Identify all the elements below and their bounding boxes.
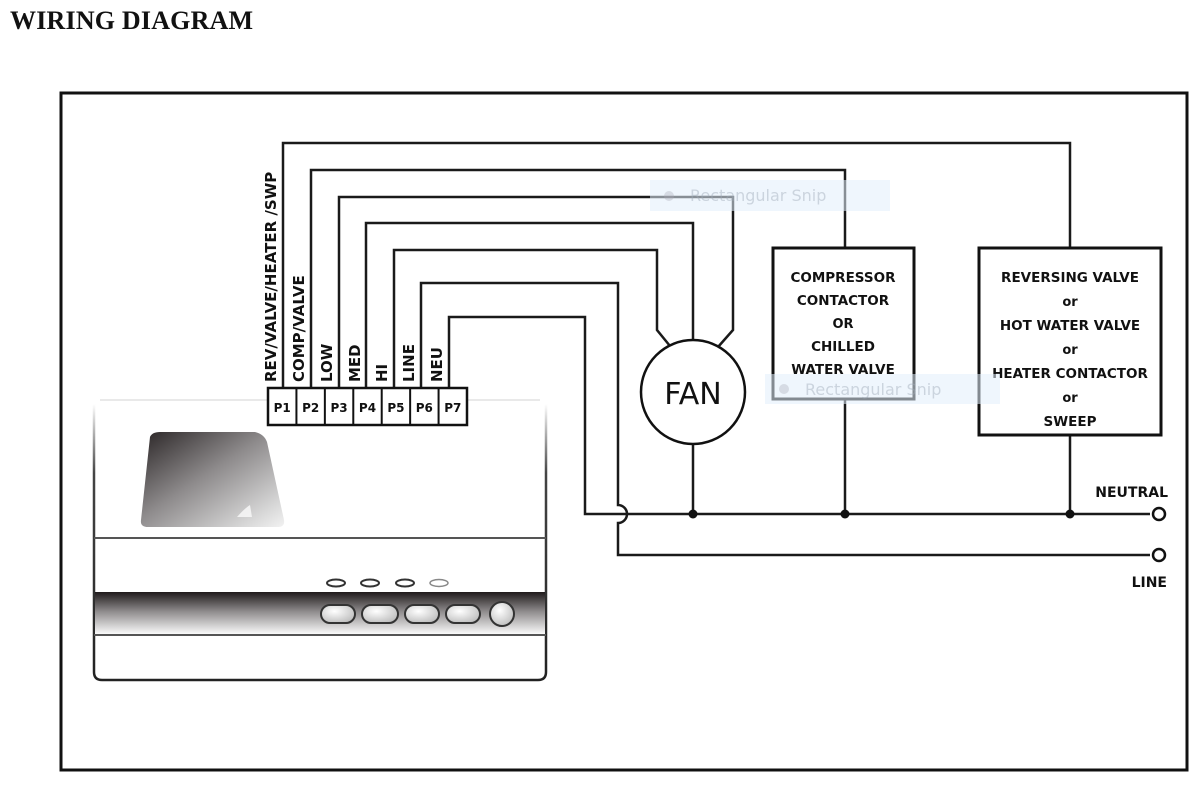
reversing-box-line: HOT WATER VALVE [1000,318,1140,334]
line-label: LINE [1132,575,1167,591]
thermostat-device [92,399,548,682]
neutral-label: NEUTRAL [1095,485,1168,501]
wire-p1 [281,141,1072,389]
neutral-terminal [1151,506,1167,522]
terminal-label-low: LOW [318,343,336,382]
junction-dot-fan [688,509,698,519]
line-terminal [1151,547,1167,563]
device-button-3 [404,604,440,624]
terminal-p2: P2 [302,401,319,415]
display-screen [140,432,285,527]
indicator-led-1 [326,578,346,588]
compressor-box-line: OR [832,317,853,332]
snip-dot-icon [779,384,789,394]
reversing-box-line: or [1062,391,1078,406]
terminal-p5: P5 [387,401,404,415]
wire-p4-med [364,221,695,389]
snip-overlay-1: Rectangular Snip [650,180,890,211]
compressor-box-line: CHILLED [811,339,875,355]
wire-p7-neutral [447,315,1150,516]
terminal-p7: P7 [444,401,461,415]
snip-overlay-2: Rectangular Snip [765,374,1000,404]
reversing-box-line: HEATER CONTACTOR [992,366,1148,382]
reversing-box-line: or [1062,295,1078,310]
snip-dot-icon [664,190,674,201]
fan-symbol: FAN [639,338,747,446]
terminal-label-rev-valve-heater-swp: REV/VALVE/HEATER /SWP [262,172,280,382]
terminal-p6: P6 [416,401,433,415]
terminal-label-neu: NEU [428,347,446,382]
terminal-label-hi: HI [373,364,391,382]
terminal-p1: P1 [274,401,291,415]
junction-dot-reversing [1065,509,1075,519]
reversing-box-line: REVERSING VALVE [1001,270,1139,286]
snip-overlay-label: Rectangular Snip [690,186,827,205]
device-power-knob [489,601,515,627]
indicator-led-2 [360,578,380,588]
reversing-box-line: SWEEP [1044,414,1097,430]
terminal-label-line: LINE [400,344,418,382]
reversing-box-line: or [1062,343,1078,358]
indicator-led-3 [395,578,415,588]
device-button-2 [361,604,399,624]
device-left-edge [92,404,548,682]
terminal-block: P1 P2 P3 P4 P5 P6 P7 [266,386,469,427]
diagram-frame [59,91,1189,772]
compressor-box-line: COMPRESSOR [790,270,896,286]
device-button-4 [445,604,481,624]
terminal-label-med: MED [346,344,364,382]
page-title: WIRING DIAGRAM [10,6,254,35]
wire-p5-hi [392,248,671,389]
terminal-p4: P4 [359,401,376,415]
terminal-label-comp-valve: COMP/VALVE [290,275,308,382]
indicator-led-4 [429,578,449,588]
device-button-1 [320,604,356,624]
junction-dot-compressor [840,509,850,519]
compressor-box-line: CONTACTOR [797,293,890,309]
fan-label: FAN [664,377,721,412]
terminal-p3: P3 [330,401,347,415]
snip-overlay-label: Rectangular Snip [805,379,942,399]
